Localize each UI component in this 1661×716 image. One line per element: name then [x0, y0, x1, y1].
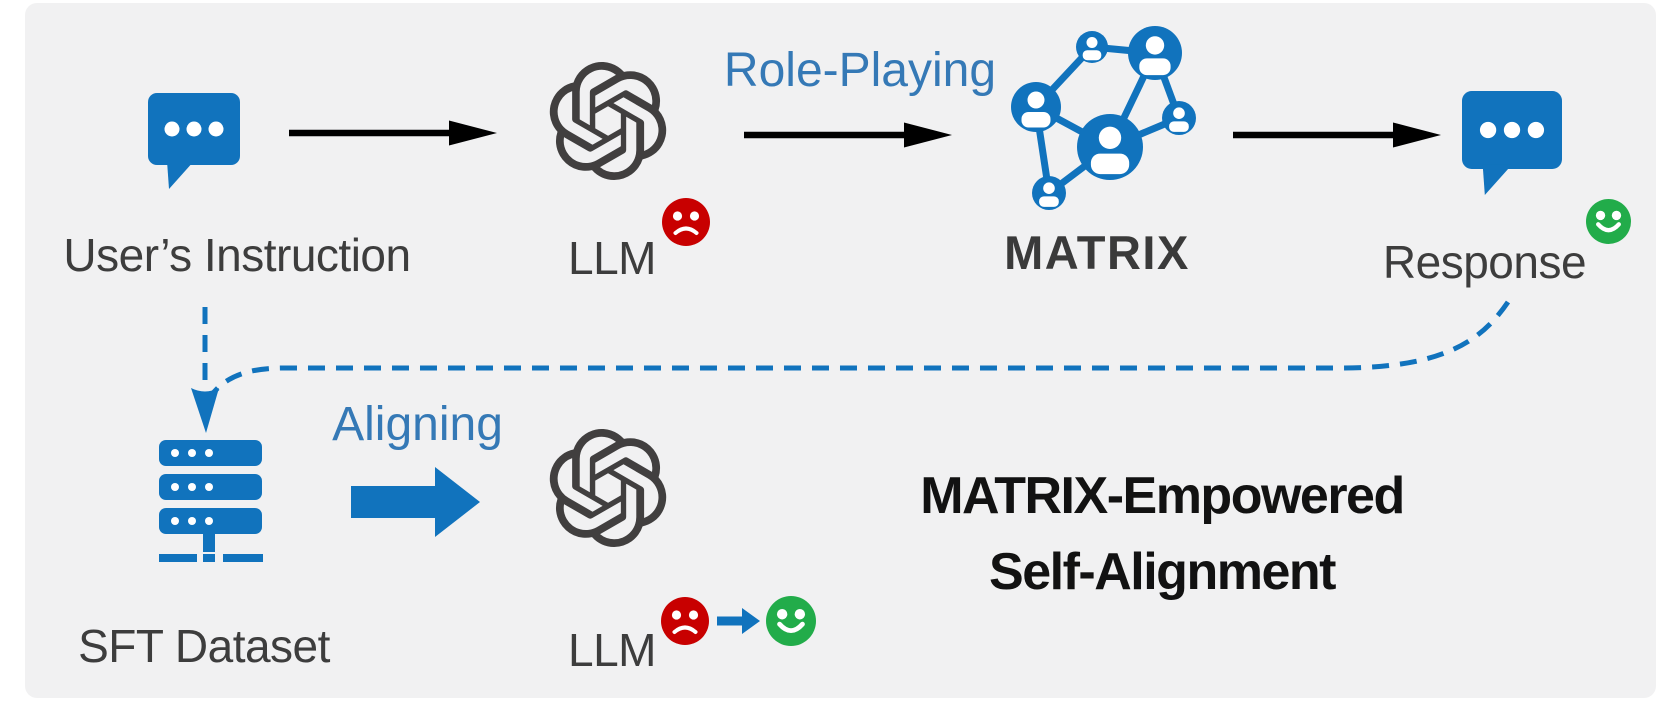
sad-face-icon: [661, 597, 709, 645]
arrow-right-icon: [744, 122, 952, 148]
block-arrow-right-icon: [717, 608, 760, 634]
agent-network-icon: [1011, 26, 1196, 210]
diagram-panel: [25, 3, 1656, 698]
figure-title-line2: Self-Alignment: [989, 543, 1336, 601]
happy-face-icon: [766, 596, 816, 646]
figure-title-line1: MATRIX-Empowered: [920, 467, 1405, 525]
sad-face-icon: [662, 198, 710, 246]
block-arrow-right-icon: [351, 467, 480, 537]
dashed-feedback-connector: [191, 300, 1511, 433]
openai-logo-icon: [549, 429, 667, 547]
figure-title: MATRIX-Empowered Self-Alignment: [867, 458, 1457, 610]
llm-label: LLM: [568, 232, 656, 284]
arrow-down-head-icon: [191, 388, 219, 433]
llm-label: LLM: [568, 624, 656, 676]
response-label: Response: [1382, 236, 1587, 288]
database-server-icon: [159, 440, 263, 562]
arrow-right-icon: [1233, 122, 1441, 148]
happy-face-icon: [1586, 199, 1631, 244]
arrow-right-icon: [289, 120, 497, 146]
matrix-label: MATRIX: [1004, 226, 1190, 279]
openai-logo-icon: [549, 62, 667, 180]
user-instruction-label: User’s Instruction: [63, 229, 411, 281]
sft-dataset-label: SFT Dataset: [78, 620, 330, 672]
aligning-label: Aligning: [332, 398, 503, 451]
chat-bubble-icon: [1462, 91, 1562, 195]
chat-bubble-icon: [148, 93, 240, 189]
role-playing-label: Role-Playing: [723, 44, 997, 97]
